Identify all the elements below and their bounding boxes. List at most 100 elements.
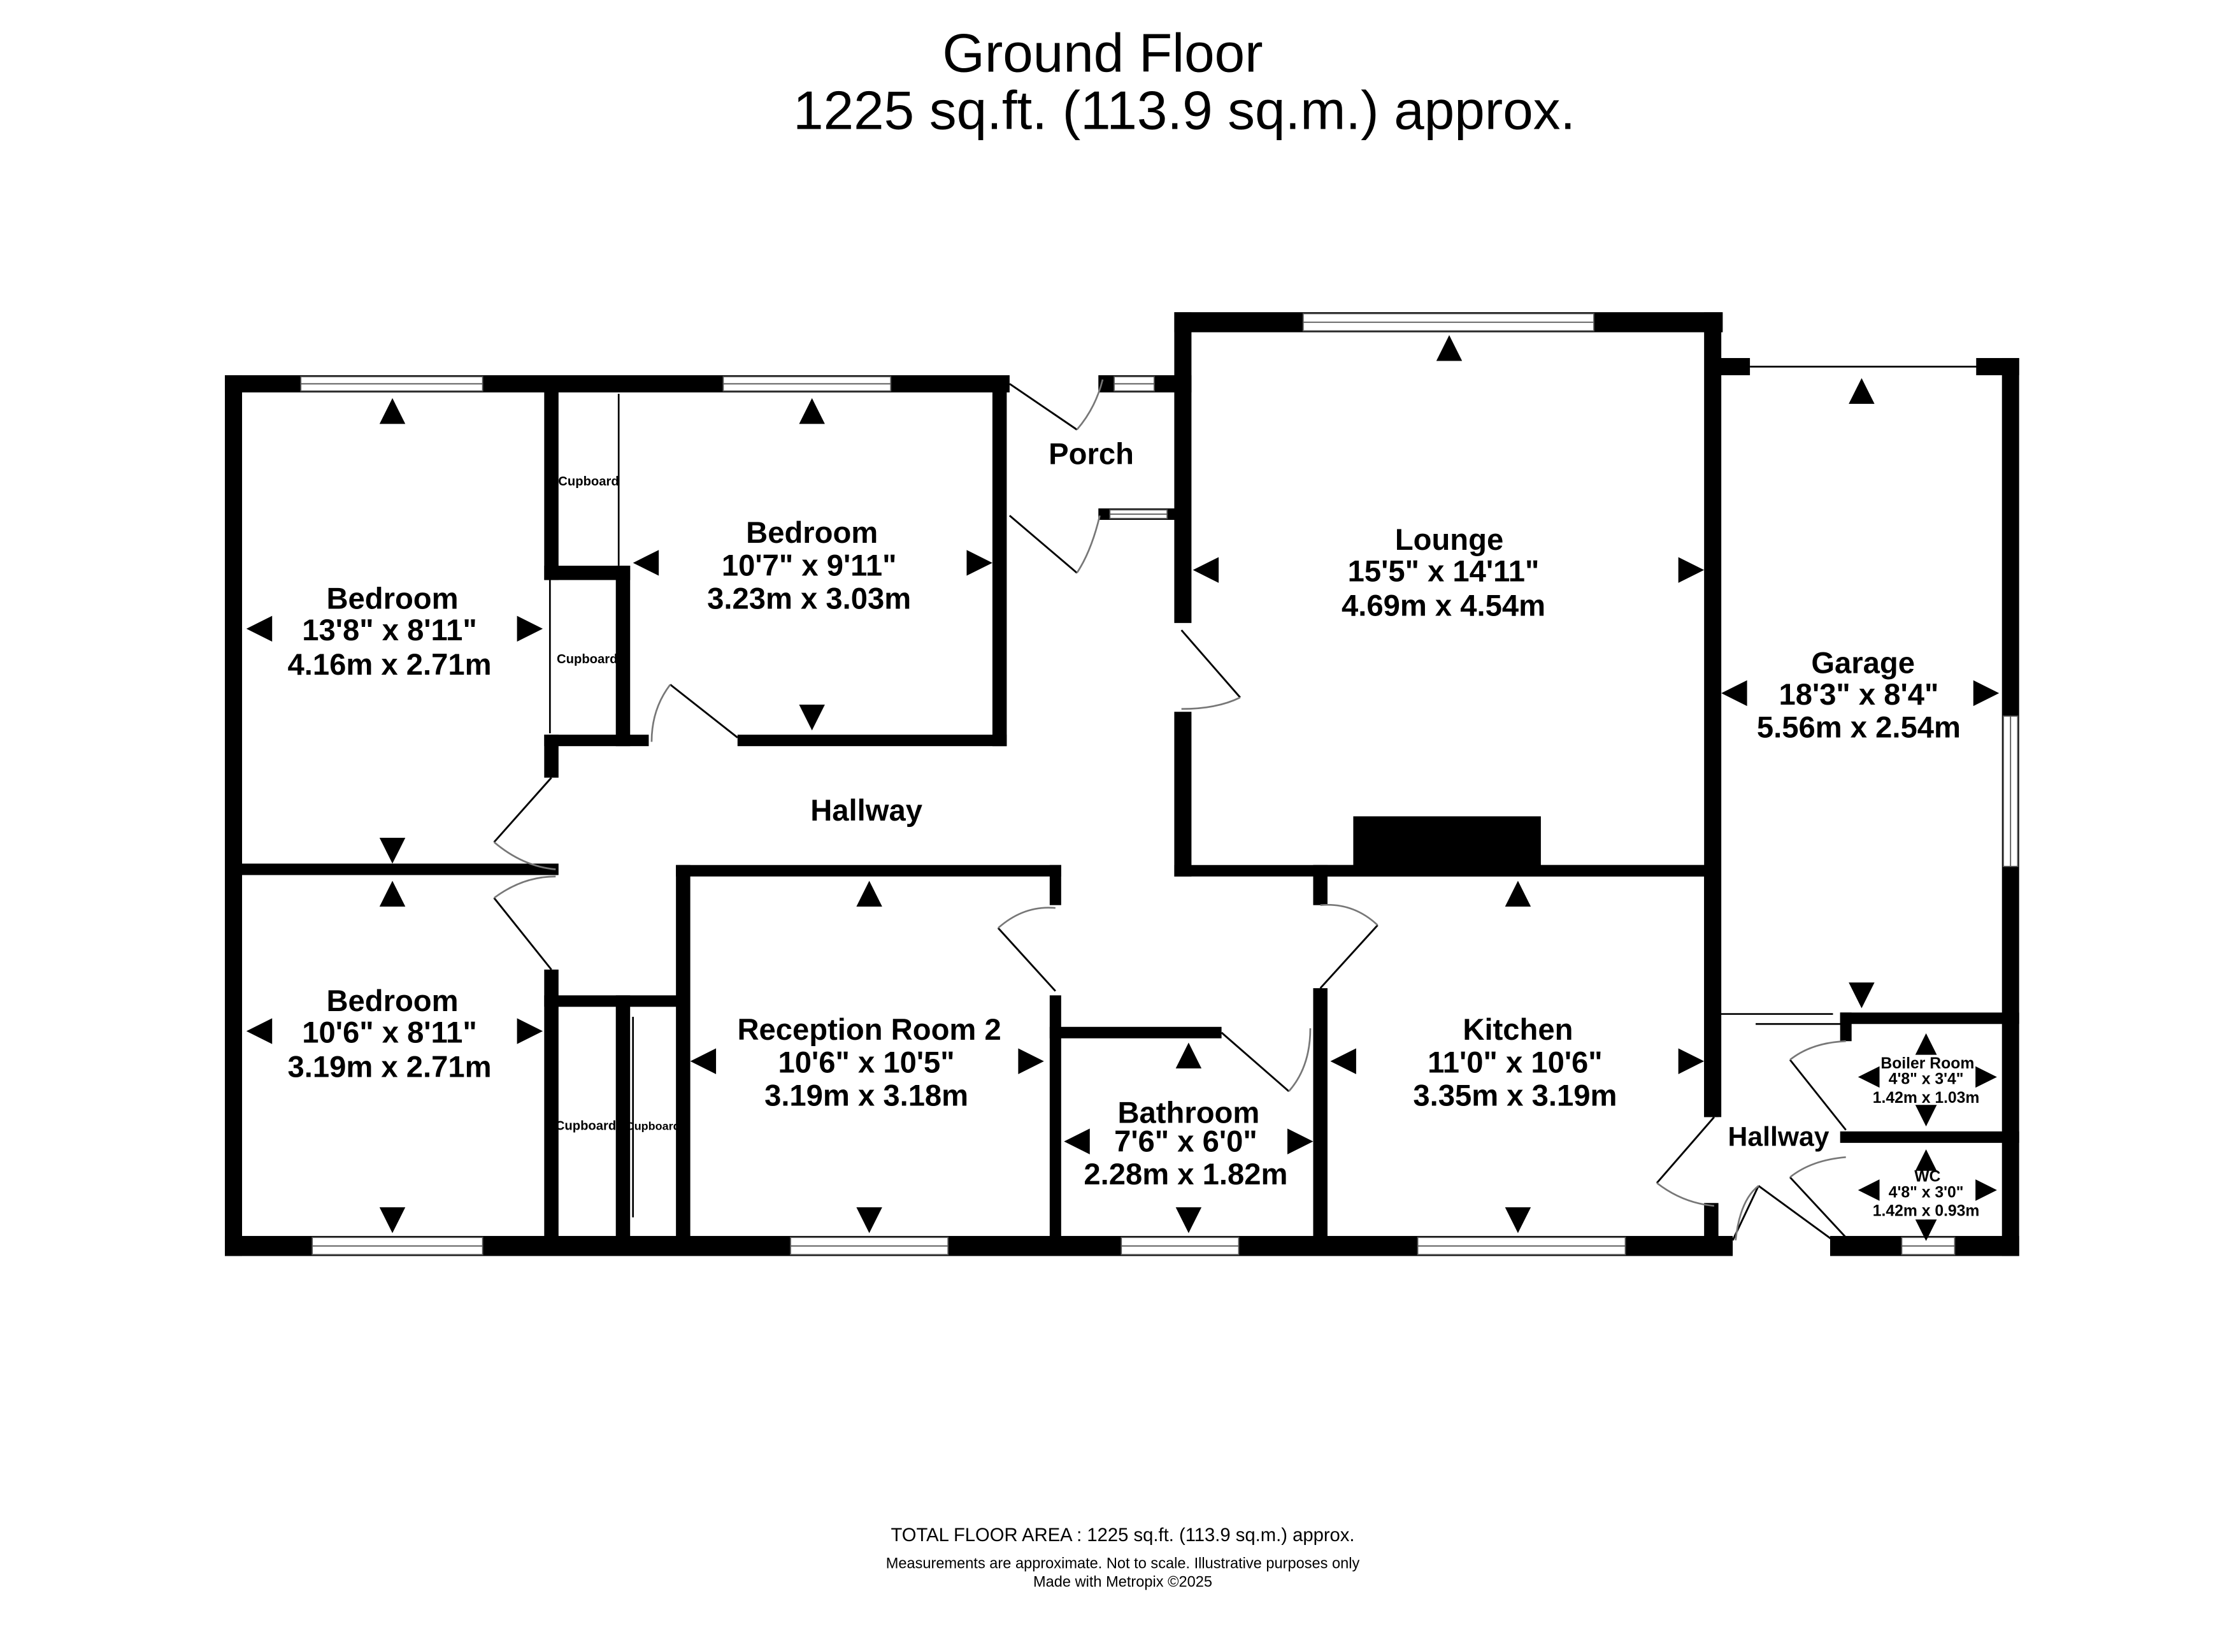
arrow-up-icon — [856, 880, 882, 907]
arrow-right-icon — [966, 550, 992, 576]
room-bathroom: Bathroom 7'6" x 6'0" 2.28m x 1.82m — [1084, 1096, 1287, 1191]
wall — [1976, 357, 2019, 375]
room-name: Garage — [1811, 647, 1915, 680]
wall — [1704, 1203, 1719, 1246]
room-dimensions-imperial: 11'0" x 10'6" — [1428, 1046, 1603, 1080]
arrow-left-icon — [246, 1018, 273, 1044]
room-dimensions-imperial: 7'6" x 6'0" — [1114, 1124, 1257, 1158]
arrow-up-icon — [1915, 1149, 1937, 1171]
wall — [236, 863, 559, 875]
label-hallway: Hallway — [810, 794, 922, 828]
room-dimensions-imperial: 4'8" x 3'4" — [1889, 1071, 1964, 1088]
wall — [1174, 712, 1192, 877]
wall — [544, 969, 559, 1246]
wall — [544, 735, 559, 778]
wall — [1840, 1012, 2019, 1024]
arrow-up-icon — [1915, 1033, 1937, 1055]
room-dimensions-metric: 1.42m x 0.93m — [1873, 1203, 1980, 1220]
room-dimensions-metric: 3.19m x 2.71m — [288, 1050, 492, 1084]
room-bedroom-1: Bedroom 13'8" x 8'11" 4.16m x 2.71m — [288, 582, 492, 681]
room-dimensions-metric: 3.23m x 3.03m — [707, 582, 911, 615]
wall — [615, 995, 631, 1246]
arrow-left-icon — [1064, 1128, 1090, 1154]
arrow-right-icon — [1018, 1048, 1044, 1074]
wall — [1718, 357, 1751, 375]
wall — [544, 565, 631, 580]
arrow-right-icon — [517, 1018, 543, 1044]
room-dimensions-metric: 3.35m x 3.19m — [1413, 1079, 1617, 1112]
arrow-left-icon — [1721, 680, 1747, 707]
room-dimensions-metric: 1.42m x 1.03m — [1873, 1089, 1980, 1107]
room-name: Lounge — [1395, 523, 1503, 557]
room-name: Bedroom — [326, 582, 458, 615]
wall — [676, 865, 691, 1246]
room-dimensions-metric: 3.19m x 3.18m — [764, 1079, 968, 1112]
room-bedroom-2: Bedroom 10'7" x 9'11" 3.23m x 3.03m — [707, 516, 911, 615]
room-dimensions-imperial: 10'6" x 8'11" — [302, 1016, 477, 1050]
arrow-up-icon — [799, 398, 825, 424]
arrow-left-icon — [246, 615, 273, 642]
arrow-down-icon — [1915, 1105, 1937, 1127]
room-dimensions-imperial: 18'3" x 8'4" — [1779, 678, 1938, 712]
label-cupboard-2: Cupboard — [557, 652, 617, 666]
arrow-right-icon — [1975, 1179, 1997, 1201]
room-name: Bedroom — [326, 984, 458, 1018]
wall — [1049, 1026, 1222, 1038]
wall — [1313, 865, 1328, 905]
room-wc: WC 4'8" x 3'0" 1.42m x 0.93m — [1873, 1168, 1980, 1220]
wall — [544, 386, 559, 580]
arrow-up-icon — [1436, 335, 1463, 361]
arrow-down-icon — [1175, 1207, 1202, 1233]
wall — [615, 565, 631, 747]
room-boiler-room: Boiler Room 4'8" x 3'4" 1.42m x 1.03m — [1873, 1055, 1980, 1107]
arrow-right-icon — [1678, 557, 1705, 583]
arrow-down-icon — [379, 1207, 406, 1233]
doors — [493, 366, 1979, 1241]
room-name: Reception Room 2 — [737, 1013, 1001, 1047]
label-hallway-2: Hallway — [1728, 1121, 1829, 1152]
arrow-right-icon — [1287, 1128, 1314, 1154]
room-dimensions-metric: 4.69m x 4.54m — [1342, 589, 1545, 623]
room-name: WC — [1914, 1168, 1940, 1186]
arrow-right-icon — [1973, 680, 2000, 707]
wall — [1174, 312, 1192, 623]
footer-credit: Made with Metropix ©2025 — [1033, 1574, 1212, 1591]
footer-disclaimer: Measurements are approximate. Not to sca… — [886, 1555, 1360, 1572]
room-dimensions-metric: 2.28m x 1.82m — [1084, 1158, 1287, 1191]
arrow-up-icon — [1505, 880, 1531, 907]
wall — [225, 375, 243, 1256]
room-dimensions-imperial: 10'7" x 9'11" — [722, 549, 897, 583]
wall — [676, 865, 1061, 877]
room-bedroom-3: Bedroom 10'6" x 8'11" 3.19m x 2.71m — [288, 984, 492, 1084]
arrow-down-icon — [1849, 982, 1875, 1009]
arrow-down-icon — [799, 704, 825, 731]
label-cupboard-1: Cupboard — [558, 475, 619, 489]
arrow-down-icon — [379, 838, 406, 864]
arrow-left-icon — [633, 550, 659, 576]
wall — [737, 735, 1007, 747]
room-lounge: Lounge 15'5" x 14'11" 4.69m x 4.54m — [1342, 523, 1545, 622]
dimension-arrows — [246, 335, 2000, 1241]
room-dimensions-imperial: 15'5" x 14'11" — [1348, 555, 1540, 589]
footer-total-area: TOTAL FLOOR AREA : 1225 sq.ft. (113.9 sq… — [891, 1525, 1354, 1546]
label-cupboard-3: Cupboard — [555, 1119, 616, 1133]
arrow-left-icon — [1858, 1179, 1880, 1201]
arrow-up-icon — [379, 398, 406, 424]
arrow-right-icon — [517, 615, 543, 642]
room-dimensions-imperial: 10'6" x 10'5" — [778, 1046, 955, 1080]
wall — [1049, 865, 1061, 905]
room-dimensions-imperial: 13'8" x 8'11" — [302, 614, 477, 647]
wall — [1704, 876, 1719, 1117]
room-dimensions-metric: 5.56m x 2.54m — [1757, 711, 1961, 745]
arrow-left-icon — [1858, 1066, 1880, 1088]
room-name: Bedroom — [746, 516, 878, 550]
room-dimensions-imperial: 4'8" x 3'0" — [1889, 1184, 1964, 1201]
room-name: Kitchen — [1463, 1013, 1573, 1047]
floor-title: Ground Floor — [942, 23, 1263, 83]
wall — [544, 735, 649, 747]
wall — [1313, 988, 1328, 1246]
room-name: Boiler Room — [1880, 1055, 1974, 1072]
room-reception-2: Reception Room 2 10'6" x 10'5" 3.19m x 3… — [737, 1013, 1001, 1112]
room-name: Bathroom — [1117, 1096, 1259, 1130]
